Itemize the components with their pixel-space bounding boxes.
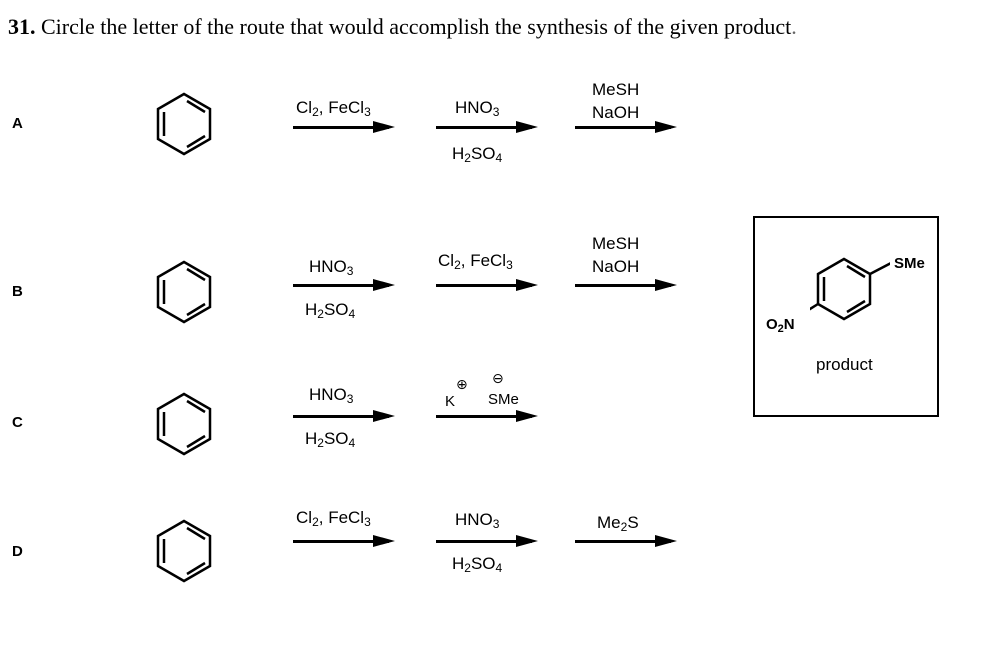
product-nitro-group: O2N: [766, 316, 795, 335]
reagent-above: Cl2, FeCl3: [296, 98, 371, 119]
benzene-icon: [156, 260, 212, 324]
reagent-below: H2SO4: [305, 300, 356, 321]
question-prompt: 31. Circle the letter of the route that …: [8, 14, 797, 39]
nitrophenyl-ring-icon: [810, 257, 890, 321]
question-text: Circle the letter of the route that woul…: [35, 14, 792, 39]
reagent-below: H2SO4: [305, 429, 356, 450]
product-box: [753, 216, 939, 417]
reaction-arrow: [436, 410, 538, 422]
reagent-above: MeSH: [592, 80, 640, 99]
benzene-icon: [156, 519, 212, 583]
reagent-below: H2SO4: [452, 144, 503, 165]
reaction-arrow: [575, 279, 677, 291]
reaction-arrow: [293, 410, 395, 422]
benzene-icon: [156, 92, 212, 156]
reagent-above: Cl2, FeCl3: [438, 251, 513, 272]
reaction-arrow: [293, 279, 395, 291]
reagent-above: Cl2, FeCl3: [296, 508, 371, 529]
reaction-arrow: [436, 279, 538, 291]
route-letter-c[interactable]: C: [12, 414, 23, 431]
benzene-icon: [156, 392, 212, 456]
potassium-cation: K: [445, 393, 456, 410]
reagent-above: NaOH: [592, 257, 640, 276]
reagent-above: HNO3: [455, 98, 500, 119]
product-label: product: [816, 355, 873, 374]
plus-charge-icon: ⊕: [456, 377, 468, 393]
product-sme-group: SMe: [894, 255, 925, 272]
reagent-above: Me2S: [597, 513, 639, 534]
reaction-arrow: [575, 535, 677, 547]
reagent-above: NaOH: [592, 103, 640, 122]
reaction-arrow: [436, 535, 538, 547]
reaction-arrow: [293, 535, 395, 547]
reagent-above: HNO3: [309, 385, 354, 406]
route-letter-d[interactable]: D: [12, 543, 23, 560]
reagent-below: H2SO4: [452, 554, 503, 575]
route-letter-b[interactable]: B: [12, 283, 23, 300]
question-number: 31.: [8, 14, 36, 39]
reagent-above: HNO3: [309, 257, 354, 278]
minus-charge-icon: ⊖: [492, 371, 504, 387]
reaction-arrow: [575, 121, 677, 133]
reagent-above: HNO3: [455, 510, 500, 531]
reaction-arrow: [436, 121, 538, 133]
reagent-above: MeSH: [592, 234, 640, 253]
route-letter-a[interactable]: A: [12, 115, 23, 132]
reaction-arrow: [293, 121, 395, 133]
thiomethoxide-anion: SMe: [488, 391, 519, 408]
